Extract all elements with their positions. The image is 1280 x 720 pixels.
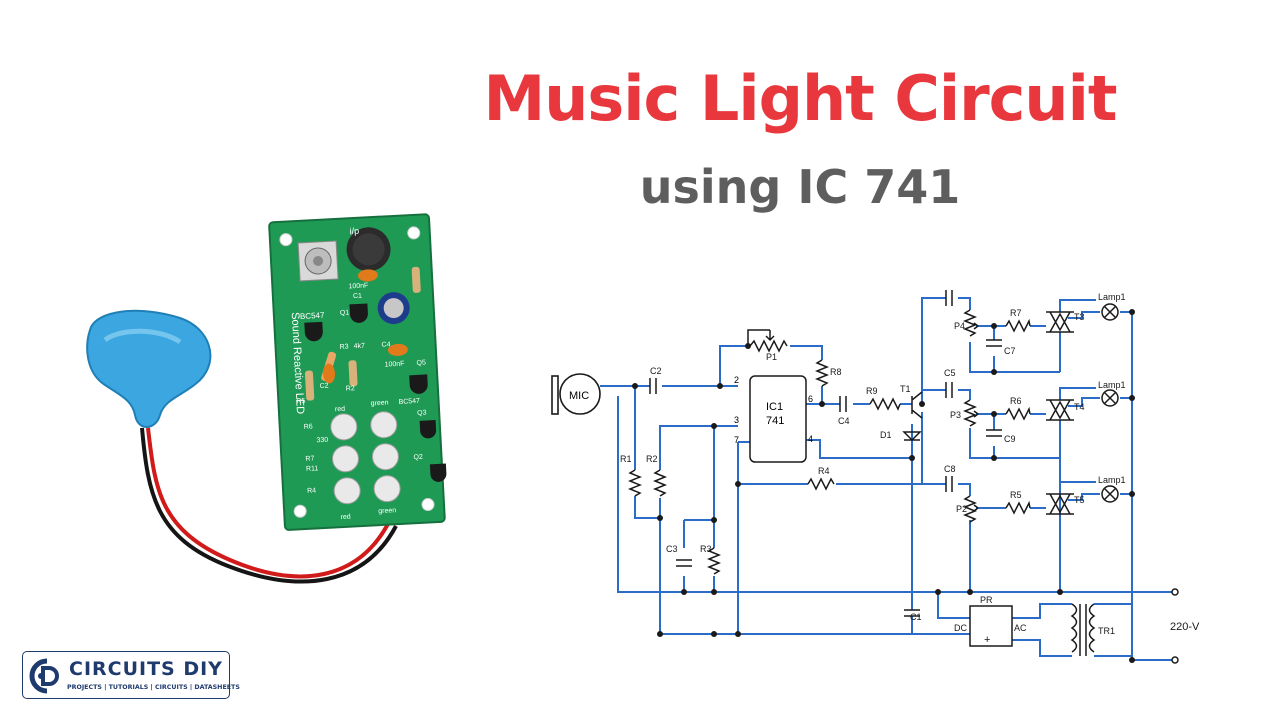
lamp-label: Lamp1 bbox=[1098, 292, 1126, 302]
pcb-board-text: Sound Reactive LED bbox=[289, 312, 306, 415]
schematic-wires bbox=[600, 297, 1172, 661]
part-label: R7 bbox=[1010, 308, 1022, 318]
pcb-label: R2 bbox=[346, 385, 355, 392]
ic-pin: 3 bbox=[734, 415, 739, 425]
pcb-label: C4 bbox=[381, 341, 390, 348]
pcb-label: Q1 bbox=[340, 309, 350, 316]
part-label: DC bbox=[954, 623, 967, 633]
pcb-label: Q5 bbox=[416, 359, 426, 366]
pcb-label: R7 bbox=[305, 455, 314, 462]
led-array bbox=[330, 411, 401, 505]
part-label: T1 bbox=[900, 384, 911, 394]
page-title: Music Light Circuit bbox=[483, 62, 1118, 135]
part-label: C4 bbox=[838, 416, 850, 426]
part-label: P4 bbox=[954, 321, 965, 331]
ic-pin: 6 bbox=[808, 394, 813, 404]
pcb-label: 330 bbox=[316, 437, 328, 445]
pcb-label: red bbox=[335, 406, 346, 414]
part-label: PR bbox=[980, 595, 993, 605]
part-label: T3 bbox=[1074, 312, 1085, 322]
part-label: C7 bbox=[1004, 346, 1016, 356]
part-label: R6 bbox=[1010, 396, 1022, 406]
part-label: P3 bbox=[950, 410, 961, 420]
ic-pin: 2 bbox=[734, 375, 739, 385]
pcb-label: green bbox=[370, 399, 388, 407]
pcb-label: R11 bbox=[306, 465, 319, 473]
part-label: T4 bbox=[1074, 402, 1085, 412]
schematic-symbols bbox=[627, 290, 1179, 664]
pcb-label: Q3 bbox=[417, 409, 427, 416]
part-label: C5 bbox=[944, 368, 956, 378]
ic-pin: 7 bbox=[734, 435, 739, 445]
microphone bbox=[551, 373, 601, 415]
part-label: R5 bbox=[1010, 490, 1022, 500]
circuits-diy-logo[interactable]: CIRCUITS DIY PROJECTS | TUTORIALS | CIRC… bbox=[22, 651, 240, 699]
pcb-label: 100nF bbox=[384, 361, 404, 369]
part-label: D1 bbox=[880, 430, 892, 440]
part-label: R1 bbox=[620, 454, 632, 464]
pcb-label: BC547 bbox=[300, 311, 325, 321]
part-label: C1 bbox=[910, 612, 922, 622]
pcb-photo: Sound Reactive LED i/p 100nF C1 BC547 Q1… bbox=[86, 213, 447, 584]
ic-part: 741 bbox=[766, 415, 784, 427]
part-label: C2 bbox=[650, 366, 662, 376]
part-label: P1 bbox=[766, 352, 777, 362]
schematic-part-labels: P1 R8 C2 R9 T1 C4 D1 R1 R2 R4 C3 R3 C1 P… bbox=[620, 292, 1126, 646]
black-wire bbox=[140, 427, 398, 584]
part-label: T5 bbox=[1074, 495, 1085, 505]
mic-label: MIC bbox=[569, 390, 589, 402]
page-subtitle: using IC 741 bbox=[639, 160, 961, 214]
circuit-schematic: MIC IC1 741 2 3 7 6 4 bbox=[551, 290, 1200, 664]
ic-741 bbox=[749, 375, 807, 463]
pcb-label: C1 bbox=[353, 293, 362, 300]
battery-snap bbox=[86, 309, 212, 428]
part-label: R3 bbox=[700, 544, 712, 554]
part-label: C9 bbox=[1004, 434, 1016, 444]
pcb-label: green bbox=[378, 507, 396, 515]
plus-sign: + bbox=[984, 634, 990, 646]
pcb-label: Q2 bbox=[413, 454, 423, 461]
ic-label: IC1 bbox=[766, 401, 783, 413]
logo-name: CIRCUITS DIY bbox=[69, 658, 223, 680]
ic-pin: 4 bbox=[808, 434, 813, 444]
pcb-label: R4 bbox=[307, 487, 316, 494]
part-label: R9 bbox=[866, 386, 878, 396]
pcb-label: C2 bbox=[319, 383, 328, 390]
pcb-label: R6 bbox=[304, 423, 313, 430]
pcb-label: i/p bbox=[349, 226, 359, 236]
pcb-label: BC547 bbox=[398, 398, 420, 406]
part-label: R4 bbox=[818, 466, 830, 476]
pcb-board: Sound Reactive LED i/p 100nF C1 BC547 Q1… bbox=[268, 213, 447, 531]
lamp-label: Lamp1 bbox=[1098, 475, 1126, 485]
part-label: TR1 bbox=[1098, 626, 1115, 636]
logo-mark-icon bbox=[29, 658, 59, 694]
junction-dots bbox=[632, 309, 1135, 663]
pcb-label: 4k7 bbox=[353, 343, 365, 351]
supply-label: 220-V bbox=[1170, 621, 1200, 633]
pcb-label: 100nF bbox=[348, 282, 368, 290]
red-wire bbox=[146, 427, 392, 579]
pcb-label: red bbox=[340, 514, 351, 522]
lamp-label: Lamp1 bbox=[1098, 380, 1126, 390]
part-label: R2 bbox=[646, 454, 658, 464]
part-label: AC bbox=[1014, 623, 1027, 633]
pcb-label: R5 bbox=[296, 398, 305, 405]
part-label: C8 bbox=[944, 464, 956, 474]
logo-tagline: PROJECTS | TUTORIALS | CIRCUITS | DATASH… bbox=[67, 684, 240, 691]
part-label: C3 bbox=[666, 544, 678, 554]
part-label: R8 bbox=[830, 367, 842, 377]
part-label: P2 bbox=[956, 504, 967, 514]
pcb-label: R3 bbox=[339, 343, 348, 350]
